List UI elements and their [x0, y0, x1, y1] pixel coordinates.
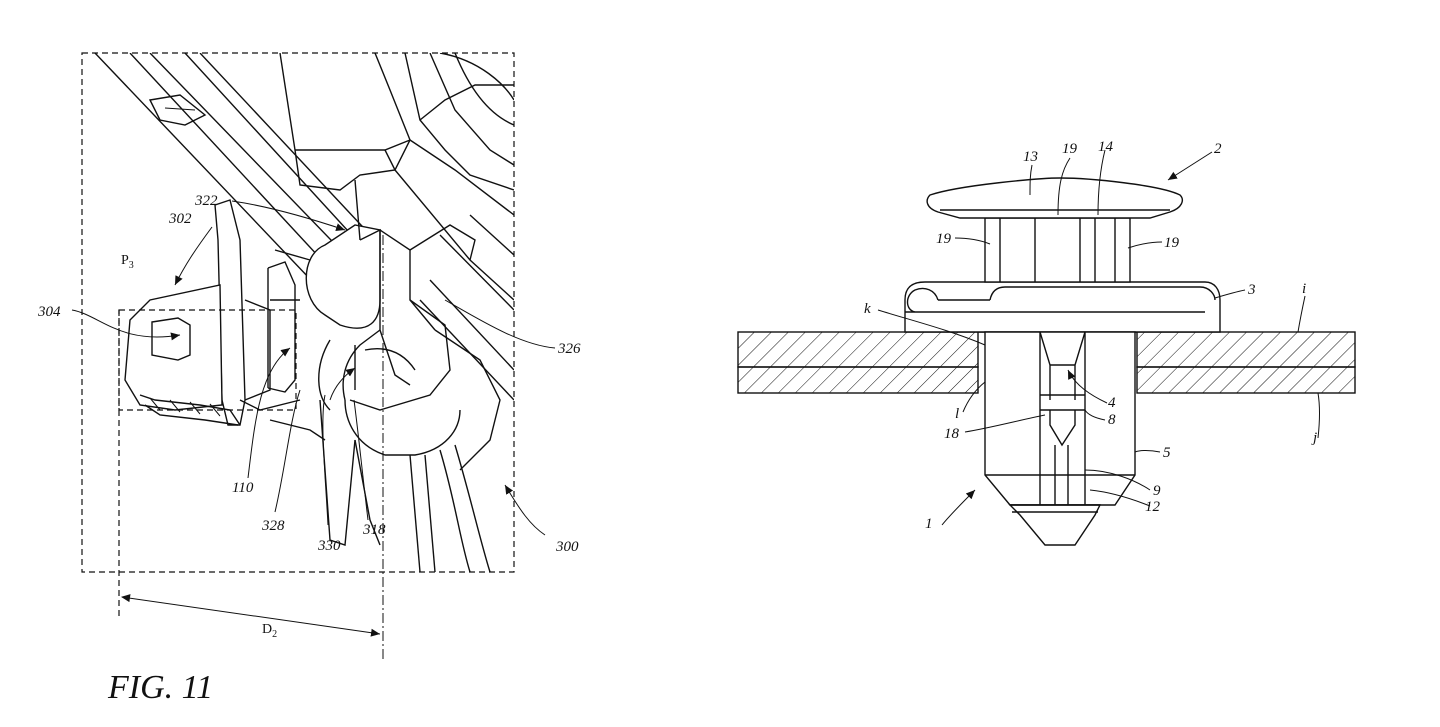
right-figure: 13 19 14 2 19 19 3 i k 4 8 l j 18 5 9 12… [737, 139, 1356, 546]
label-j: j [1311, 430, 1317, 446]
label-3: 3 [1247, 282, 1256, 298]
label-5: 5 [1163, 445, 1171, 461]
label-i: i [1302, 281, 1306, 297]
label-110: 110 [232, 480, 254, 496]
panel-layer-i-right [1136, 331, 1356, 368]
label-k: k [864, 301, 871, 317]
left-figure: P3 D2 302 322 304 326 110 328 330 318 30… [37, 52, 581, 706]
pin-shaft [984, 217, 1131, 283]
label-1: 1 [925, 516, 933, 532]
label-302: 302 [168, 211, 192, 227]
label-4: 4 [1108, 395, 1116, 411]
label-19-left: 19 [936, 231, 952, 247]
label-304: 304 [37, 304, 61, 320]
pin-head-13 [926, 177, 1183, 219]
label-328: 328 [261, 518, 285, 534]
panel-layer-j-left [737, 366, 979, 394]
label-19-right: 19 [1164, 235, 1180, 251]
label-318: 318 [362, 522, 386, 538]
d2-label: D2 [262, 622, 277, 640]
label-14: 14 [1098, 139, 1114, 155]
label-322: 322 [194, 193, 218, 209]
label-8: 8 [1108, 412, 1116, 428]
label-12: 12 [1145, 499, 1161, 515]
label-326: 326 [557, 341, 581, 357]
label-300: 300 [555, 539, 579, 555]
label-2: 2 [1214, 141, 1222, 157]
label-330: 330 [317, 538, 341, 554]
panel-layer-i-left [737, 331, 979, 368]
flange-3 [904, 281, 1221, 333]
label-9: 9 [1153, 483, 1161, 499]
label-18: 18 [944, 426, 960, 442]
label-l: l [955, 406, 959, 422]
label-19-top: 19 [1062, 141, 1078, 157]
figure-caption: FIG. 11 [107, 669, 213, 706]
left-figure-body [94, 53, 514, 572]
panel-layer-j-right [1136, 366, 1356, 394]
label-13: 13 [1023, 149, 1038, 165]
p3-label: P3 [121, 253, 134, 271]
d2-dimension-arrow [121, 594, 381, 637]
